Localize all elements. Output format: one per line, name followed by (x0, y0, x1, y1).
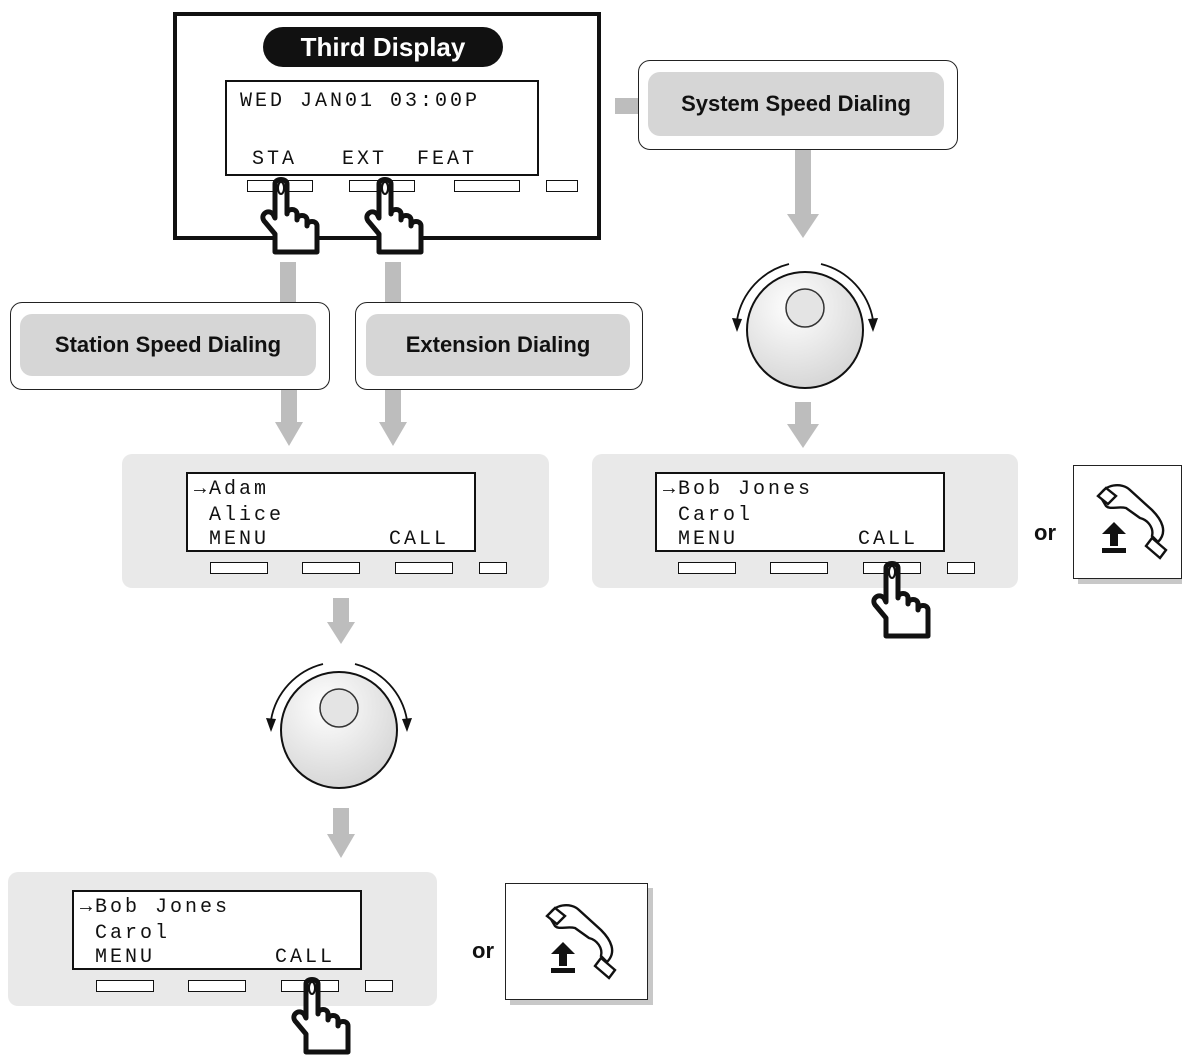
arrow-down-right-dial (787, 402, 819, 448)
softkey-1[interactable] (96, 980, 154, 992)
system-speed-label[interactable]: System Speed Dialing (648, 72, 944, 136)
arrow-down-station (275, 390, 303, 446)
arrow-down-mid-left (327, 598, 355, 644)
arrow-down-system (787, 150, 819, 238)
right-lcd (655, 472, 945, 552)
mid-left-line2: Alice (194, 504, 285, 527)
softkey-ext[interactable] (349, 180, 415, 192)
softkey-2[interactable] (188, 980, 246, 992)
jog-dial-icon[interactable] (731, 263, 879, 389)
extension-label[interactable]: Extension Dialing (366, 314, 630, 376)
mid-left-line1: →Adam (194, 478, 270, 501)
key-small[interactable] (479, 562, 507, 574)
third-display-softkeys: STA EXT FEAT (252, 148, 478, 171)
third-display-title-text: Third Display (300, 31, 466, 62)
connector-system (615, 98, 639, 114)
softkey-1[interactable] (678, 562, 736, 574)
or-label: or (1034, 520, 1056, 545)
softkey-call[interactable] (281, 980, 339, 992)
arrow-down-left-dial (327, 808, 355, 858)
bottom-lcd (72, 890, 362, 970)
or-label: or (472, 938, 494, 963)
softkey-2[interactable] (302, 562, 360, 574)
right-line1: →Bob Jones (663, 478, 814, 501)
softkey-sta[interactable] (247, 180, 313, 192)
third-display-line1: WED JAN01 03:00P (240, 90, 481, 113)
softkey-3[interactable] (395, 562, 453, 574)
softkey-2[interactable] (770, 562, 828, 574)
mid-left-lcd (186, 472, 476, 552)
station-speed-label[interactable]: Station Speed Dialing (20, 314, 316, 376)
key-small[interactable] (546, 180, 578, 192)
connector-ext (385, 262, 401, 302)
bottom-line1: →Bob Jones (80, 896, 231, 919)
off-hook-handset-icon (545, 904, 617, 980)
softkey-feat[interactable] (454, 180, 520, 192)
third-display-lcd (225, 80, 539, 176)
key-small[interactable] (947, 562, 975, 574)
third-display-title: Third Display (263, 27, 503, 67)
arrow-down-extension (379, 390, 407, 446)
bottom-line2: Carol (80, 922, 171, 945)
right-line2: Carol (663, 504, 754, 527)
bottom-line3: MENU CALL (80, 946, 336, 969)
connector-sta (280, 262, 296, 302)
softkey-call[interactable] (863, 562, 921, 574)
handset-box[interactable] (505, 883, 648, 1000)
jog-dial-icon[interactable] (265, 663, 413, 789)
handset-box[interactable] (1073, 465, 1182, 579)
off-hook-handset-icon (1096, 484, 1168, 560)
mid-left-line3: MENU CALL (194, 528, 450, 551)
softkey-1[interactable] (210, 562, 268, 574)
right-line3: MENU CALL (663, 528, 919, 551)
key-small[interactable] (365, 980, 393, 992)
